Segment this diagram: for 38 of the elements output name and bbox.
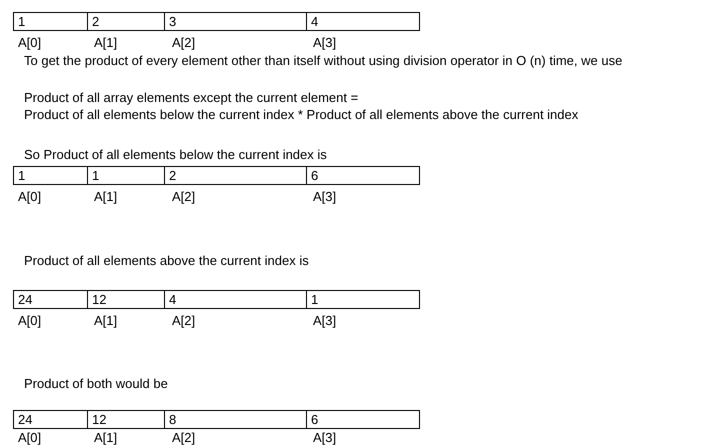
description-text: Product of all elements above the current index is xyxy=(24,252,309,269)
table-cell: 1 xyxy=(13,12,88,31)
index-label: A[0] xyxy=(18,429,42,446)
index-label: A[0] xyxy=(18,188,42,205)
table-cell: 3 xyxy=(164,12,307,31)
description-text: Product of all array elements except the current element = xyxy=(24,89,358,106)
index-label: A[3] xyxy=(313,312,336,329)
description-text: To get the product of every element other than itself without using division operator in O (n) time, we use xyxy=(24,52,624,69)
index-label: A[0] xyxy=(18,312,42,329)
description-text: Product of both would be xyxy=(24,375,168,392)
table-cell: 1 xyxy=(13,166,88,185)
table-cell: 24 xyxy=(13,410,88,429)
table-cell: 2 xyxy=(164,166,307,185)
index-label: A[3] xyxy=(313,429,336,446)
index-label: A[0] xyxy=(18,34,42,51)
table-cell: 2 xyxy=(87,12,165,31)
index-label: A[3] xyxy=(313,34,336,51)
description-text: Product of all elements below the current index * Product of all elements above the current index xyxy=(24,106,578,123)
table-cell: 4 xyxy=(306,12,420,31)
table-cell: 12 xyxy=(87,290,165,309)
table-cell: 12 xyxy=(87,410,165,429)
index-label: A[1] xyxy=(94,429,118,446)
table-cell: 6 xyxy=(306,410,420,429)
index-label: A[2] xyxy=(172,312,196,329)
index-label: A[1] xyxy=(94,34,118,51)
table-cell: 1 xyxy=(87,166,165,185)
table-cell: 6 xyxy=(306,166,420,185)
index-label: A[2] xyxy=(172,188,196,205)
table-cell: 1 xyxy=(306,290,420,309)
index-label: A[2] xyxy=(172,429,196,446)
table-cell: 24 xyxy=(13,290,88,309)
description-text: So Product of all elements below the current index is xyxy=(24,146,327,163)
index-label: A[1] xyxy=(94,312,118,329)
index-label: A[3] xyxy=(313,188,336,205)
table-cell: 8 xyxy=(164,410,307,429)
index-label: A[2] xyxy=(172,34,196,51)
table-cell: 4 xyxy=(164,290,307,309)
index-label: A[1] xyxy=(94,188,118,205)
